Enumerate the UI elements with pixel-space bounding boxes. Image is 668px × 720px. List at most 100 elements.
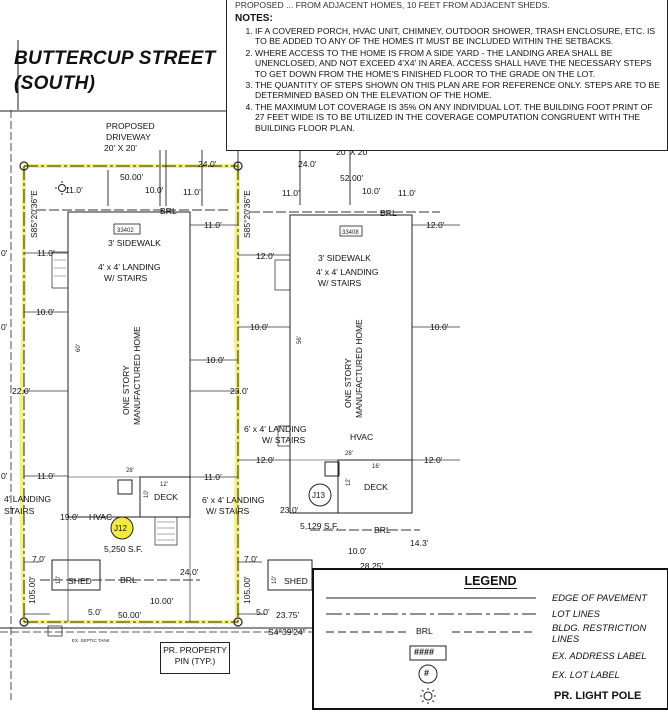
street-name: BUTTERCUP STREET [14,48,216,69]
landing-label-j13: W/ STAIRS [318,278,362,288]
dim-10-top-j13: 10.0' [362,186,381,196]
dim-10-top: 10.0' [145,185,164,195]
home-label: ONE STORY [121,365,131,415]
dim-19: 19.0' [60,512,79,522]
dim-7-right: 7.0' [244,554,258,564]
dim-28-25: 28.25' [360,561,384,571]
driveway-label: DRIVEWAY [106,132,151,142]
dim-11-top: 11.0' [65,185,83,195]
dim-50-bottom: 50.00' [118,610,142,620]
dim-24-top-j13: 24.0' [298,159,317,169]
height-56: 56' [297,336,303,344]
deck-label: DECK [154,492,178,502]
dim-0-left-b: 0' [1,322,8,332]
dim-11-top-j13: 11.0' [282,188,300,198]
deck-height-10: 10' [144,490,150,498]
shed-label: SHED [68,576,92,586]
street-title: BUTTERCUP STREET (SOUTH) [14,46,216,96]
dim-10-j13-bottom: 10.0' [348,546,367,556]
dim-0-left-c: 0' [1,471,8,481]
width-28: 28' [126,468,134,474]
driveway-size-j13: 20' X 20' [336,147,369,157]
note-item: THE MAXIMUM LOT COVERAGE IS 35% ON ANY I… [255,102,663,133]
dim-24-bottom: 24.0' [180,567,199,577]
dim-14-3: 14.3' [410,538,429,548]
landing-6x4: 6' x 4' LANDING [202,495,265,505]
lot-label-j13: J13 [312,491,325,500]
bearing-north: S85°20'36"E [29,190,39,238]
notes-list: IF A COVERED PORCH, HVAC UNIT, CHIMNEY, … [233,26,663,134]
brl-lines [36,209,440,581]
dim-11-top-b: 11.0' [183,187,201,197]
home-label-j13: MANUFACTURED HOME [354,319,364,418]
dim-0-left: 0' [1,248,8,258]
address-33402: 33402 [117,228,134,234]
legend-lot-label: EX. LOT LABEL [552,669,620,680]
dim-11-right: 11.0' [204,220,222,230]
legend-light-pole: PR. LIGHT POLE [554,690,642,702]
dim-23-75: 23.75' [276,610,300,620]
dim-24-top: 24.0' [198,159,217,169]
sf-j12: 5,250 S.F. [104,544,143,554]
bearing-north-j13: S85°20'36"E [242,190,252,238]
legend-address-label: EX. ADDRESS LABEL [552,650,647,661]
dim-10-j13-left: 10.0' [250,322,269,332]
sf-j13: 5,129 S.F. [300,521,339,531]
landing-6x4: W/ STAIRS [206,506,250,516]
notes-heading: NOTES: [235,13,273,24]
lot-label-j12-circle [110,516,134,540]
brl-label-j13: BRL [380,208,397,218]
dim-10-00: 10.00' [150,596,174,606]
dim-22-left: 22.0' [12,386,31,396]
brl-label: BRL [160,206,177,216]
dim-11-right-b: 11.0' [204,472,222,482]
legend-symbols [326,597,536,704]
legend-panel: LEGEND BRL #### # EDGE OF PAVEMENT LOT L… [312,568,668,710]
property-pins [19,161,243,627]
dim-11-top-j13b: 11.0' [398,188,416,198]
landing-6x4-j13: W/ STAIRS [262,435,306,445]
dim-10-j13-right: 10.0' [430,322,449,332]
sidewalk-label-j13: 3' SIDEWALK [318,253,371,263]
street-direction: (SOUTH) [14,73,96,94]
notes-panel: PROPOSED ... FROM ADJACENT HOMES, 10 FEE… [226,0,668,151]
shed-height-10-j13: 10' [272,576,278,584]
dim-12-j13-right: 12.0' [426,220,445,230]
landing-label: W/ STAIRS [104,273,148,283]
landing-label: 4' x 4' LANDING [98,262,161,272]
shed-label-j13: SHED [284,576,308,586]
septic-label: EX. SEPTIC TANK [72,638,110,643]
dim-105-left: 105.00' [27,576,37,604]
dim-23-j13: 23.0' [280,505,299,515]
brl-label-bottom: BRL [120,575,137,585]
light-pole-icon [55,181,69,195]
legend-brl: LINES [552,633,580,644]
hvac-label-j13: HVAC [350,432,373,442]
landing-6x4-j13: 6' x 4' LANDING [244,424,307,434]
dim-12-j13-left-b: 12.0' [256,455,275,465]
lot-label-j13-circle [308,483,332,507]
legend-lot-lines: LOT LINES [552,608,600,619]
dim-11-left-b: 11.0' [37,471,55,481]
home-j13 [274,214,413,514]
dim-12-j13-left: 12.0' [256,251,275,261]
note-item: IF A COVERED PORCH, HVAC UNIT, CHIMNEY, … [255,26,663,47]
dim-23-right: 23.0' [230,386,249,396]
septic-tank [47,625,63,637]
legend-lot-symbol: # [424,668,430,678]
dim-50-top: 50.00' [120,172,144,182]
dim-10-right: 10.0' [206,355,225,365]
driveway-size: 20' X 20' [104,143,137,153]
sidewalk-label: 3' SIDEWALK [108,238,161,248]
note-item: WHERE ACCESS TO THE HOME IS FROM A SIDE … [255,48,663,79]
legend-brl: BLDG. RESTRICTION [552,622,647,633]
home-label-j13: ONE STORY [343,358,353,408]
bearing-south: S4°39'24" [268,627,306,637]
width-12: 12' [160,482,168,488]
dim-10-left: 10.0' [36,307,55,317]
legend-edge-pavement: EDGE OF PAVEMENT [552,592,647,603]
width-28-j13: 28' [345,451,353,457]
driveway-label: PROPOSED [106,121,155,131]
dimension-lines [24,224,460,622]
deck-label-j13: DECK [364,482,388,492]
